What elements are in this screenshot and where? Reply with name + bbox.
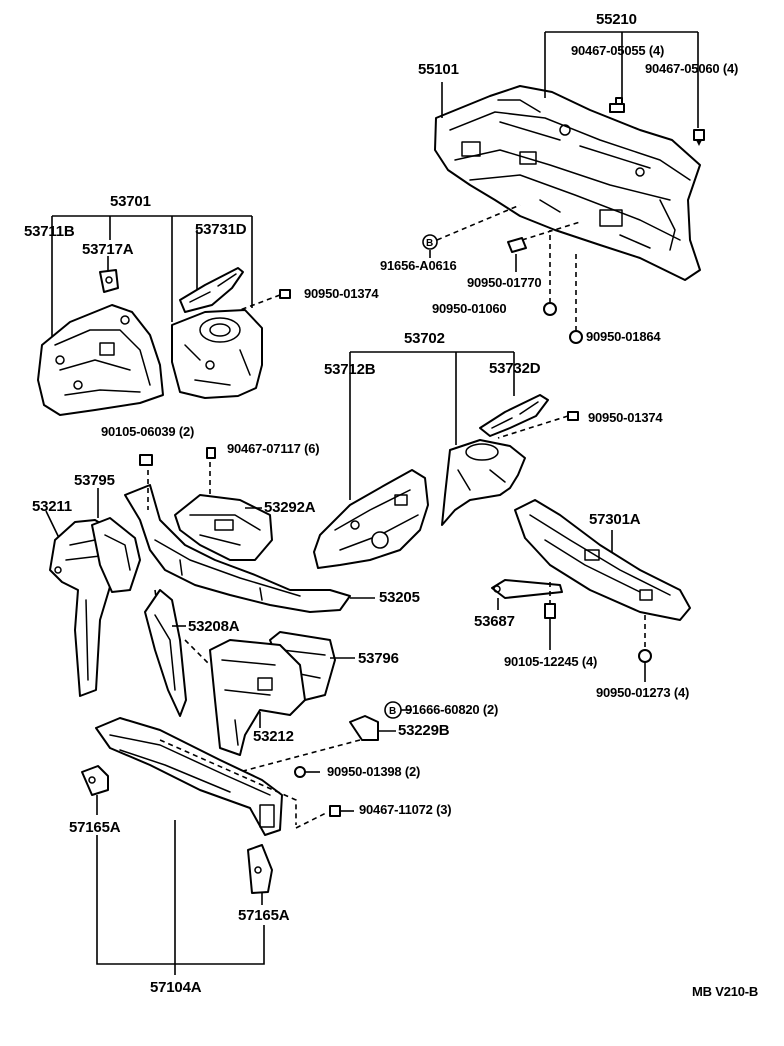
label-53717A: 53717A: [82, 241, 134, 258]
bracket-53717A: [99, 269, 119, 293]
panel-53211: [49, 519, 113, 697]
label-53208A: 53208A: [188, 618, 240, 635]
label-53795: 53795: [74, 472, 115, 489]
label-90467-11072: 90467-11072 (3): [359, 802, 452, 817]
label-53292A: 53292A: [264, 499, 316, 516]
apron-53701-body: [171, 309, 263, 399]
support-53731D: [179, 267, 244, 313]
dash-panel-55101: [434, 85, 701, 281]
label-90950-01864: 90950-01864: [586, 329, 661, 344]
label-53687: 53687: [474, 613, 515, 630]
apron-53711B: [37, 304, 164, 416]
bolt-90105-06039-icon: [139, 454, 153, 466]
cover-53292A: [174, 494, 273, 561]
bolt-90467-11072-icon: [329, 805, 341, 817]
label-57104A: 57104A: [150, 979, 202, 996]
label-90105-06039: 90105-06039 (2): [101, 424, 195, 439]
grommet-90950-01398-icon: [294, 766, 306, 778]
bracket-57165A-left: [81, 765, 109, 796]
clip-90950-01770-icon: [507, 237, 527, 253]
label-90467-05055: 90467-05055 (4): [571, 43, 665, 58]
label-53796: 53796: [358, 650, 399, 667]
support-53732D: [479, 394, 549, 437]
label-90950-01060: 90950-01060: [432, 301, 507, 316]
svg-text:B: B: [389, 706, 396, 717]
label-53731D: 53731D: [195, 221, 247, 238]
label-53205: 53205: [379, 589, 420, 606]
bolt-90467-05060-icon: [693, 129, 705, 146]
label-55210: 55210: [596, 11, 637, 28]
diagram-code: MB V210-B: [692, 984, 759, 999]
bracket-57165A-right: [247, 844, 273, 894]
crossmember-57104A: [95, 717, 283, 836]
label-53212: 53212: [253, 728, 294, 745]
label-90950-01398: 90950-01398 (2): [327, 764, 421, 779]
label-57165A-left: 57165A: [69, 819, 121, 836]
label-53229B: 53229B: [398, 722, 450, 739]
brace-53687: [491, 579, 563, 599]
svg-text:B: B: [426, 238, 433, 249]
bolt-90467-07117-icon: [206, 447, 216, 459]
circled-b-icon: [422, 234, 438, 250]
apron-53702-body: [441, 439, 526, 526]
bolt-90467-05055-icon: [609, 97, 625, 113]
bolt-90950-01374-icon: [279, 289, 291, 299]
label-57301A: 57301A: [589, 511, 641, 528]
label-53211: 53211: [32, 498, 72, 515]
label-53701: 53701: [110, 193, 151, 210]
brace-53208A: [144, 589, 187, 717]
label-53732D: 53732D: [489, 360, 541, 377]
label-91656-A0616: 91656-A0616: [380, 258, 457, 273]
grommet-90950-01060-icon: [543, 302, 557, 316]
label-53712B: 53712B: [324, 361, 376, 378]
bracket-53229B: [349, 715, 379, 741]
bolt-90105-12245-icon: [544, 603, 556, 619]
member-57301A: [514, 499, 691, 621]
apron-53712B: [313, 469, 429, 569]
label-91666-60820: 91666-60820 (2): [405, 702, 499, 717]
label-90950-01374-a: 90950-01374: [304, 286, 379, 301]
label-90950-01273: 90950-01273 (4): [596, 685, 690, 700]
seal-53795: [91, 517, 141, 593]
bolt-90950-01374b-icon: [567, 411, 579, 421]
label-53702: 53702: [404, 330, 445, 347]
label-53711B: 53711B: [24, 223, 75, 240]
label-90950-01374-b: 90950-01374: [588, 410, 663, 425]
label-55101: 55101: [418, 61, 459, 78]
label-90105-12245: 90105-12245 (4): [504, 654, 598, 669]
panel-53212: [209, 639, 306, 756]
label-90467-05060: 90467-05060 (4): [645, 61, 739, 76]
label-90467-07117: 90467-07117 (6): [227, 441, 320, 456]
grommet-90950-01273-icon: [638, 649, 652, 663]
grommet-90950-01864-icon: [569, 330, 583, 344]
label-90950-01770: 90950-01770: [467, 275, 542, 290]
label-57165A-right: 57165A: [238, 907, 290, 924]
